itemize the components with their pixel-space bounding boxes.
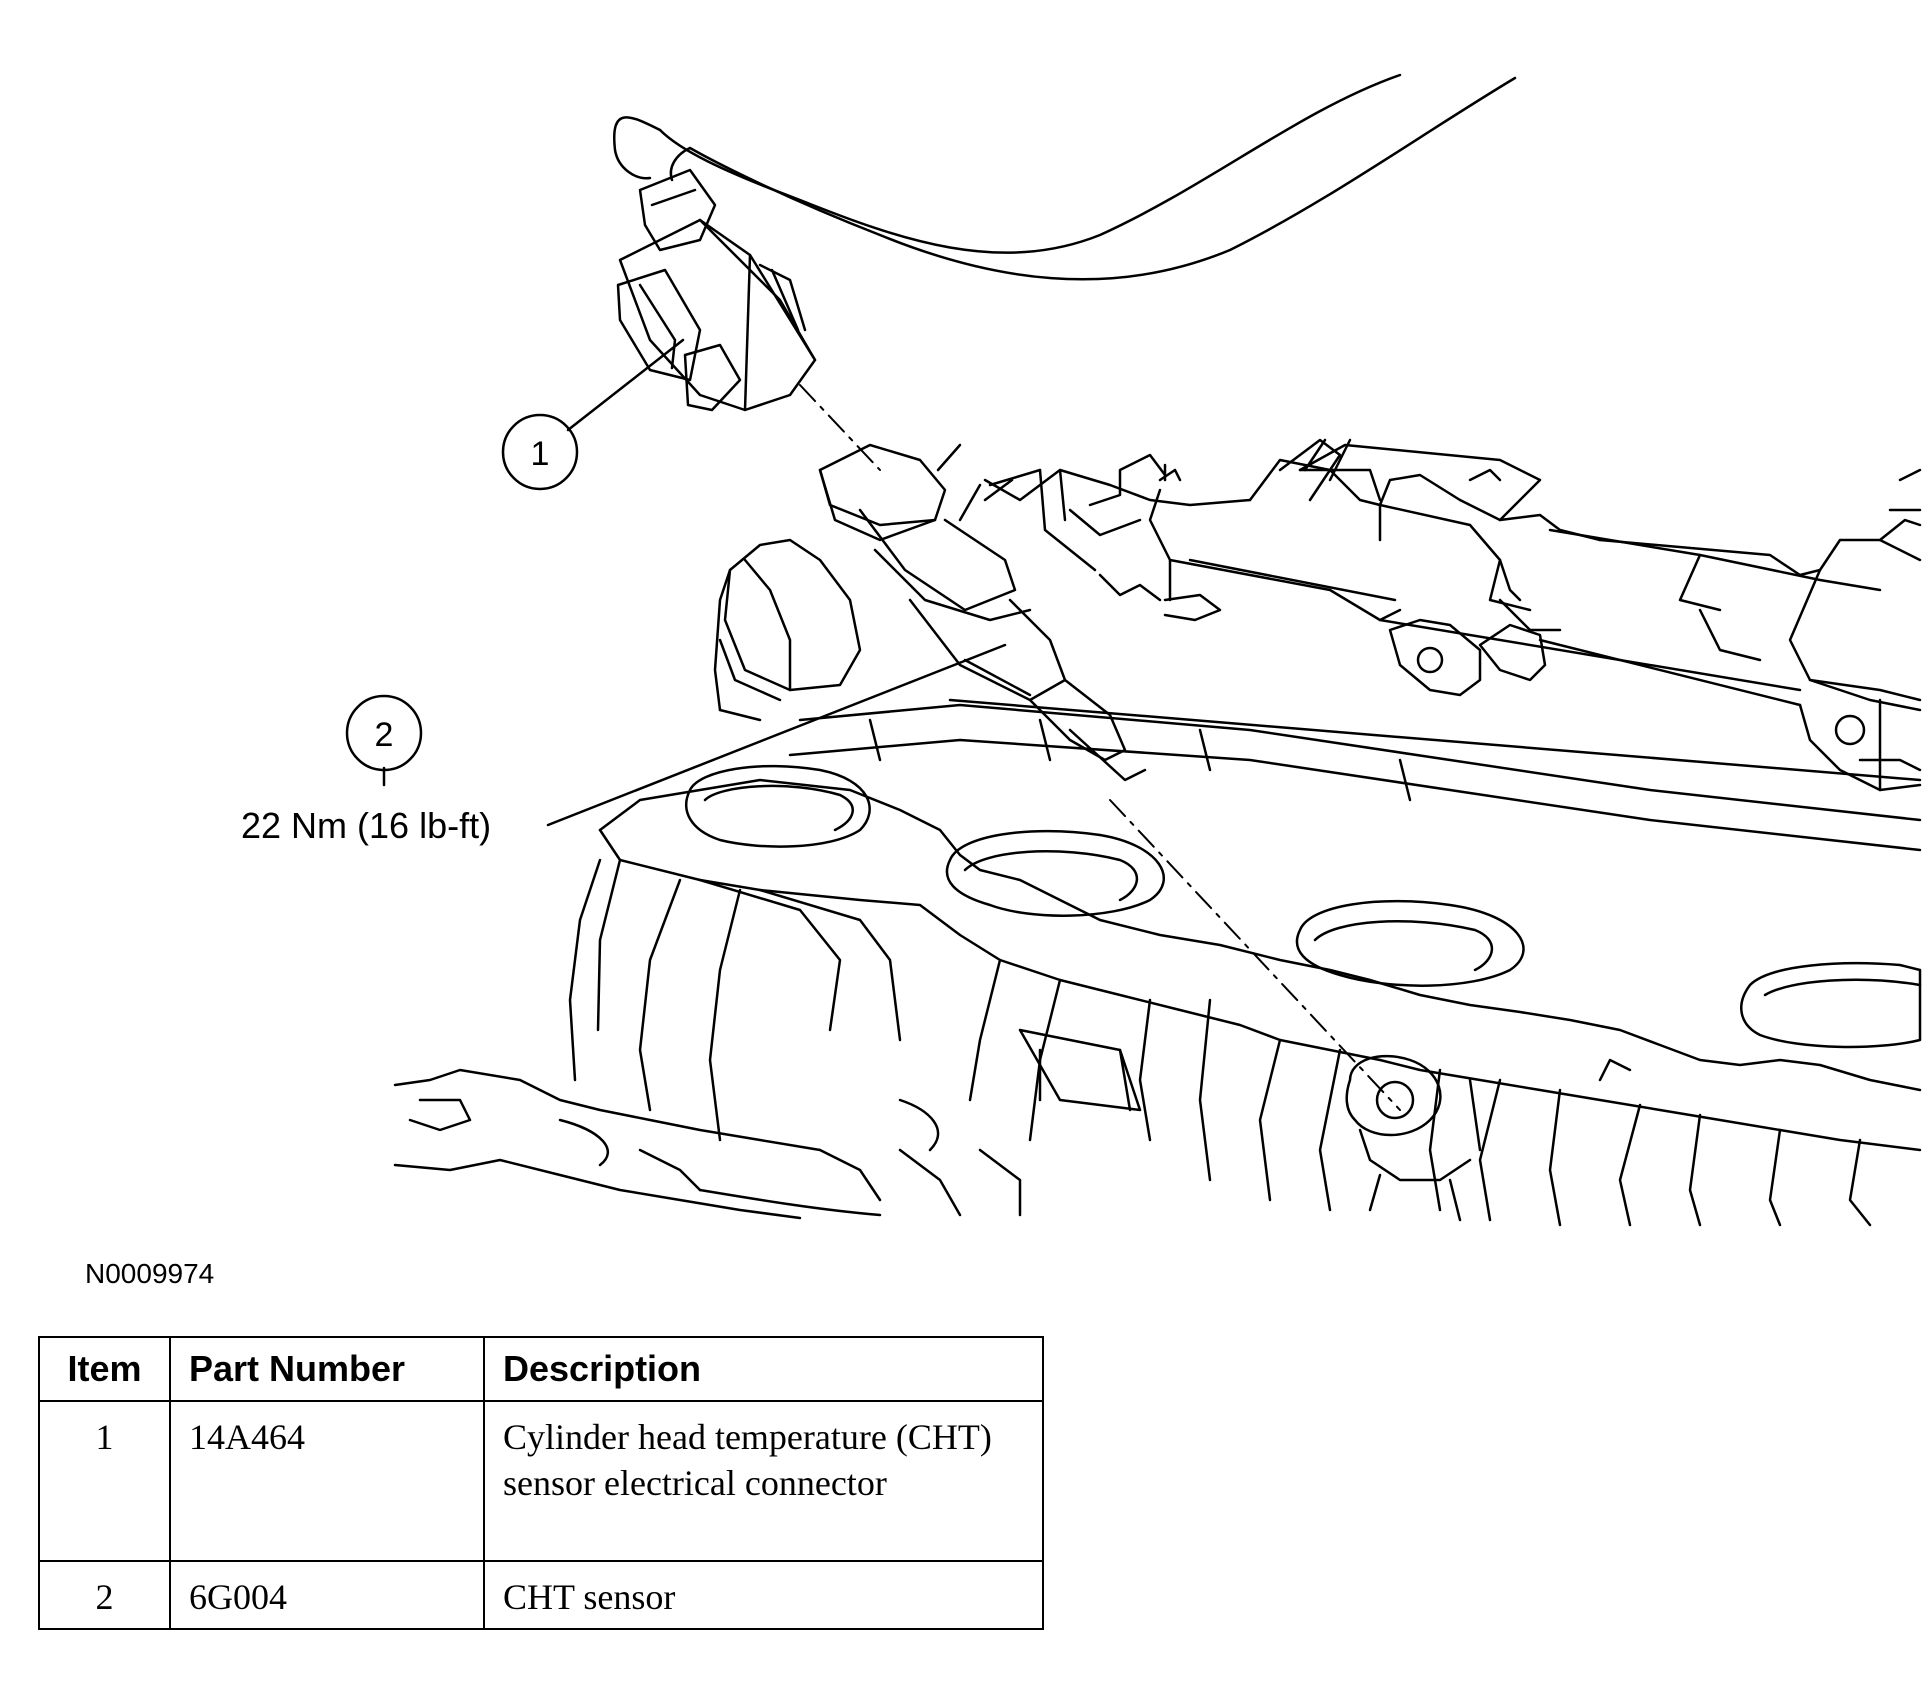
parts-table: Item Part Number Description 1 14A464 Cy…	[38, 1336, 1044, 1630]
header-part-number: Part Number	[169, 1336, 485, 1402]
sensor-port	[1375, 1080, 1415, 1120]
leader-lines	[382, 338, 1007, 827]
callout-2-label: 2	[375, 716, 394, 754]
intake-port-2	[945, 829, 1165, 917]
row-item: 2	[38, 1560, 171, 1630]
row-part-number: 6G004	[169, 1560, 485, 1630]
intake-flange	[598, 764, 1922, 1152]
cylinder-head-end	[713, 538, 862, 722]
row-part-number: 14A464	[169, 1400, 485, 1562]
header-description: Description	[483, 1336, 1044, 1402]
cht-sensor	[818, 443, 1147, 782]
electrical-connector	[616, 168, 817, 412]
intake-manifold	[568, 858, 1872, 1227]
table-row: 2 6G004 CHT sensor	[38, 1560, 1044, 1630]
row-item: 1	[38, 1400, 171, 1562]
torque-spec: 22 Nm (16 lb-ft)	[241, 805, 491, 846]
engine-illustration: 1 2 22 Nm (16 lb-ft)	[241, 73, 1922, 1227]
alignment-line	[799, 384, 1401, 1111]
callout-2: 2	[345, 694, 423, 772]
head-rails	[788, 468, 1922, 852]
wiring-harness	[612, 73, 1517, 281]
table-header-row: Item Part Number Description	[38, 1336, 1044, 1402]
callout-1-label: 1	[531, 435, 550, 473]
header-item: Item	[38, 1336, 171, 1402]
intake-port-1	[685, 764, 871, 848]
lower-casting	[393, 1068, 1022, 1220]
row-description: CHT sensor	[483, 1560, 1044, 1630]
valve-cover	[983, 438, 1922, 792]
callout-1: 1	[501, 413, 579, 491]
figure-id: N0009974	[85, 1258, 215, 1289]
intake-port-4	[1740, 961, 1922, 1049]
row-description: Cylinder head temperature (CHT) sensor e…	[483, 1400, 1044, 1562]
intake-port-3	[1295, 899, 1525, 987]
table-row: 1 14A464 Cylinder head temperature (CHT)…	[38, 1400, 1044, 1562]
